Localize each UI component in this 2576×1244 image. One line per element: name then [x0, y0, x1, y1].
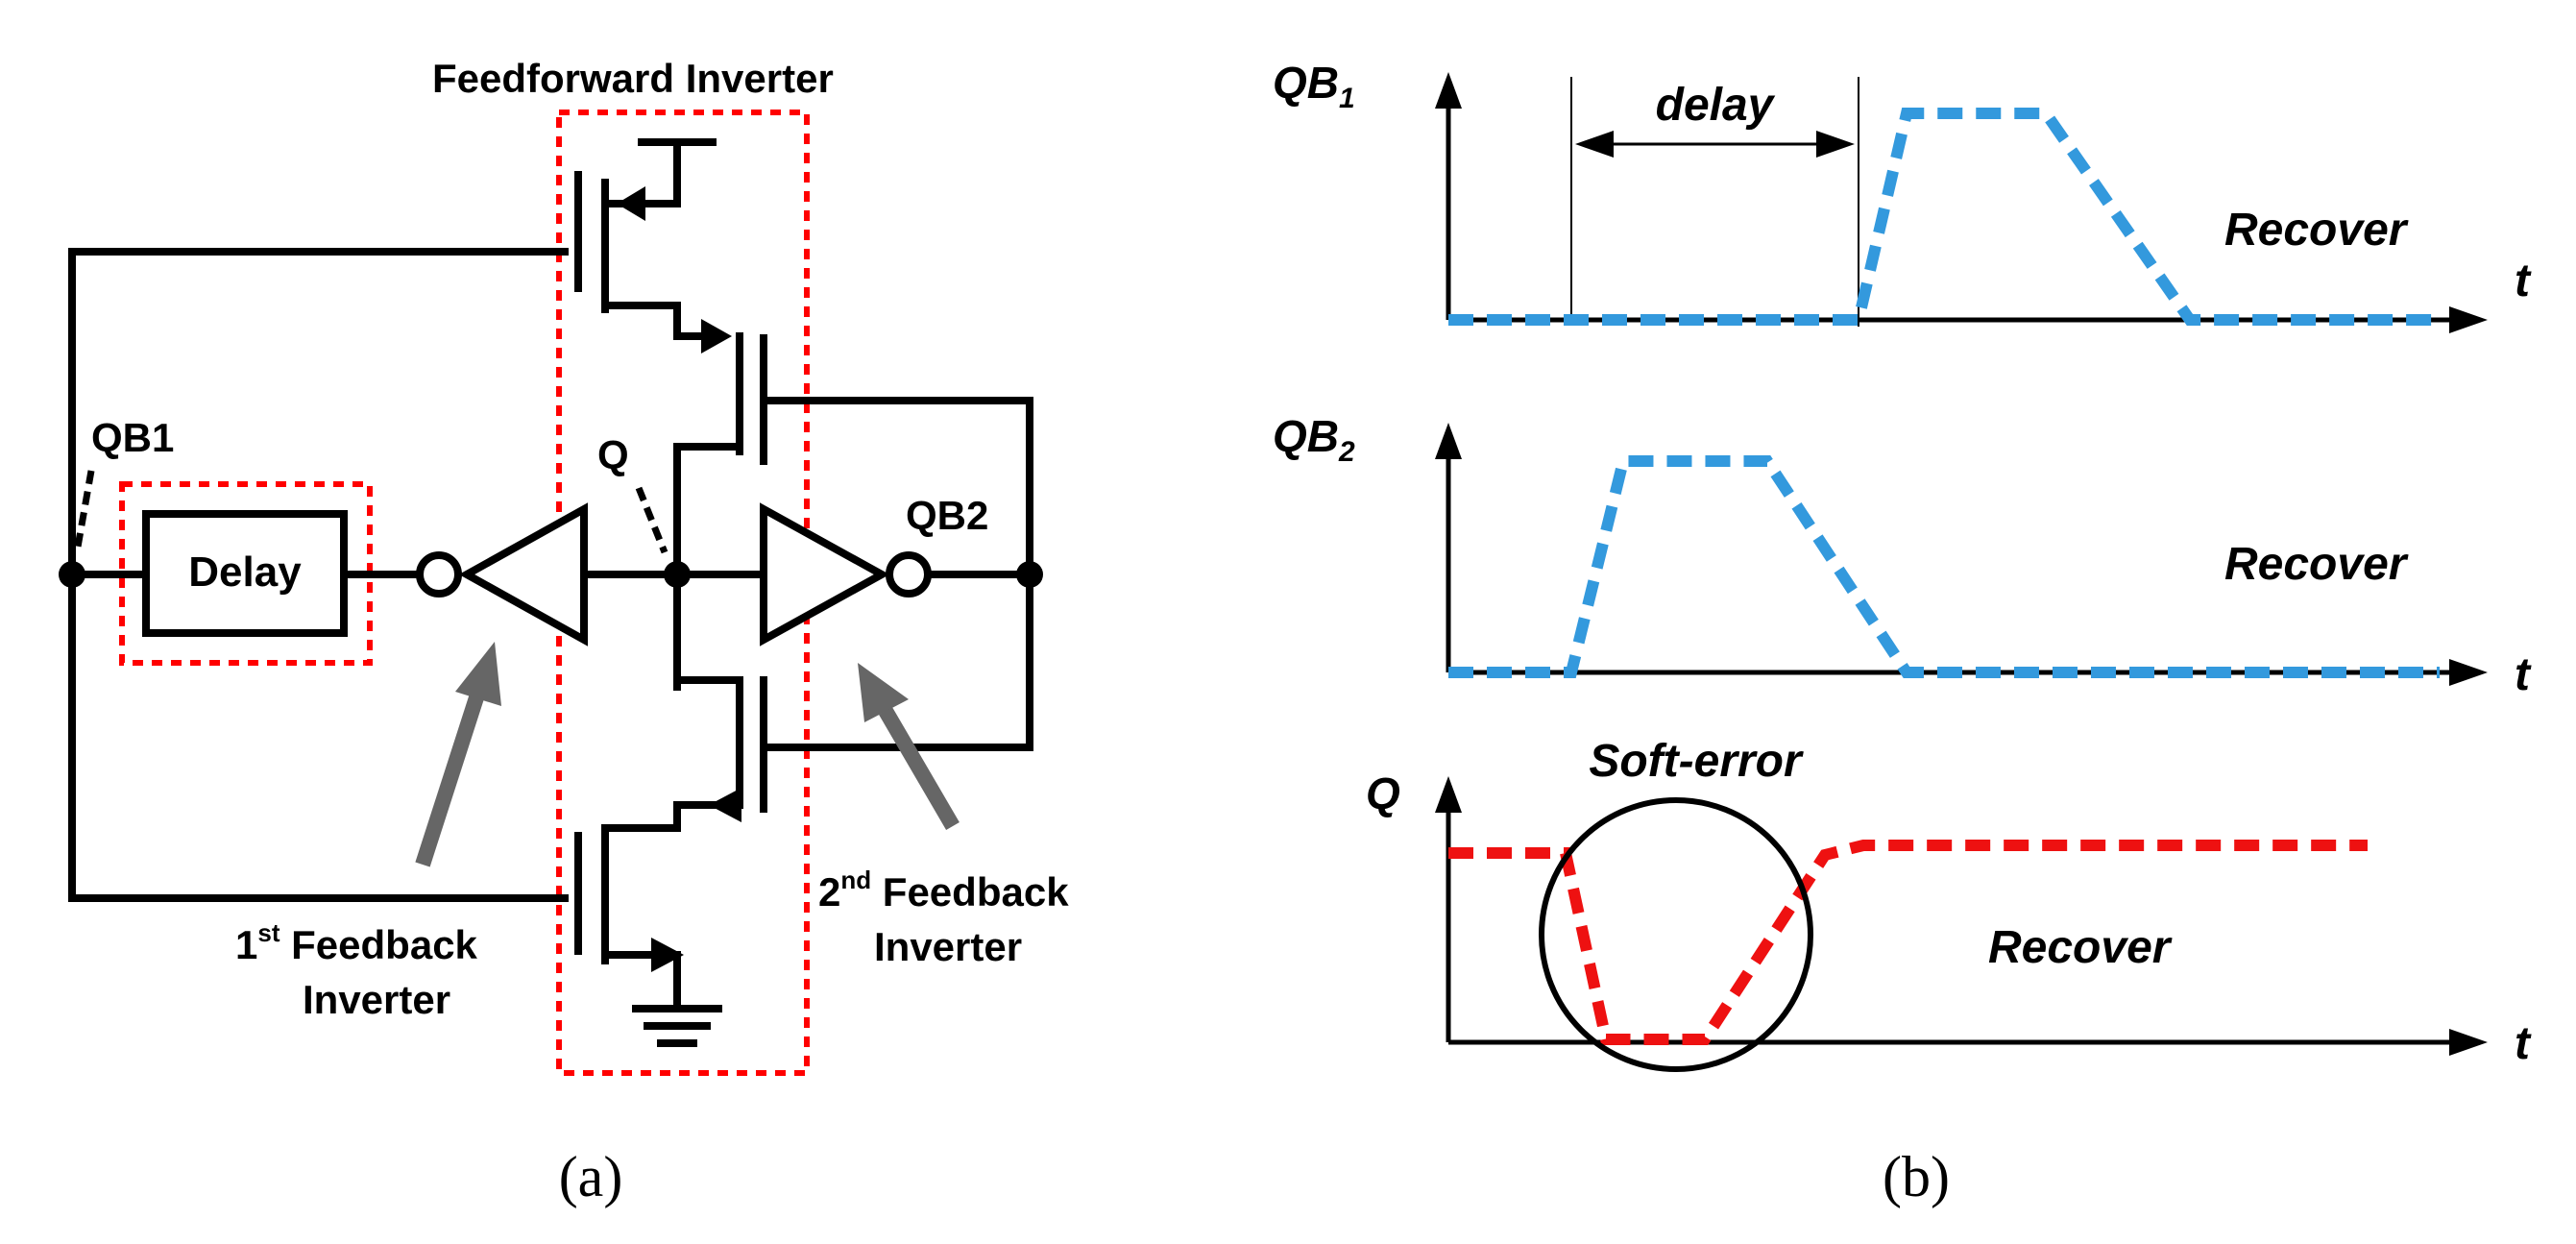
axis-q: [1435, 776, 2488, 1056]
label-t-1: t: [2515, 256, 2532, 306]
wire-qb1-bottom: [68, 571, 569, 902]
leader-q: [635, 486, 668, 554]
inverter-2-bubble: [886, 551, 932, 598]
timing-panel: QB1 QB2 Q t t t delay Soft-error Recover…: [1273, 58, 2532, 1208]
label-feedback-1-line2: Inverter: [303, 977, 450, 1022]
arrow-feedback-2: [858, 663, 960, 831]
nmos-bottom: [574, 824, 684, 1012]
delay-arrow-left-head: [1575, 131, 1614, 158]
pmos-top: [574, 138, 717, 340]
node-qb1-dot: [59, 561, 85, 588]
label-feedback-2-line1: 2nd Feedback: [818, 866, 1069, 915]
label-feedback-1-line1: 1st Feedback: [235, 918, 478, 967]
caption-a: (a): [559, 1145, 623, 1208]
wire-qb2-top: [795, 397, 1033, 578]
wire-qb1-top: [68, 248, 569, 578]
feedback-inverter-2: [760, 502, 890, 646]
feedforward-box: [556, 110, 810, 1076]
label-recover-2: Recover: [2224, 539, 2409, 590]
arrow-feedback-1: [415, 642, 501, 867]
delay-arrow-right-head: [1816, 131, 1855, 158]
pmos-middle: [673, 319, 803, 465]
feedback-inverter-1: [458, 502, 588, 646]
label-feedback-2-line2: Inverter: [874, 924, 1022, 969]
label-qb2: QB2: [906, 493, 988, 538]
inverter-1-bubble: [416, 551, 462, 598]
nmos-middle: [673, 676, 803, 832]
waveform-qb2: [1448, 455, 2440, 678]
ground-icon: [632, 1005, 722, 1047]
waveform-qb1: [1448, 108, 2440, 326]
label-qb1: QB1: [91, 415, 174, 460]
delay-label: Delay: [188, 549, 302, 596]
waveform-q: [1448, 840, 2368, 1045]
label-recover-3: Recover: [1988, 922, 2173, 973]
label-recover-1: Recover: [2224, 205, 2409, 256]
label-qb1-axis: QB1: [1273, 58, 1355, 114]
label-t-2: t: [2515, 649, 2532, 700]
feedforward-title: Feedforward Inverter: [432, 56, 834, 101]
soft-error-circle: [1539, 797, 1813, 1072]
label-q-axis: Q: [1366, 768, 1400, 818]
wire-qb2-bottom: [795, 571, 1033, 751]
label-soft-error: Soft-error: [1589, 736, 1804, 787]
caption-b: (b): [1883, 1145, 1950, 1208]
label-qb2-axis: QB2: [1273, 411, 1355, 468]
label-delay: delay: [1656, 80, 1776, 131]
label-t-3: t: [2515, 1018, 2532, 1069]
leader-qb1: [73, 470, 95, 553]
label-q: Q: [597, 432, 629, 477]
circuit-panel: Feedforward Inverter Delay: [59, 56, 1069, 1208]
